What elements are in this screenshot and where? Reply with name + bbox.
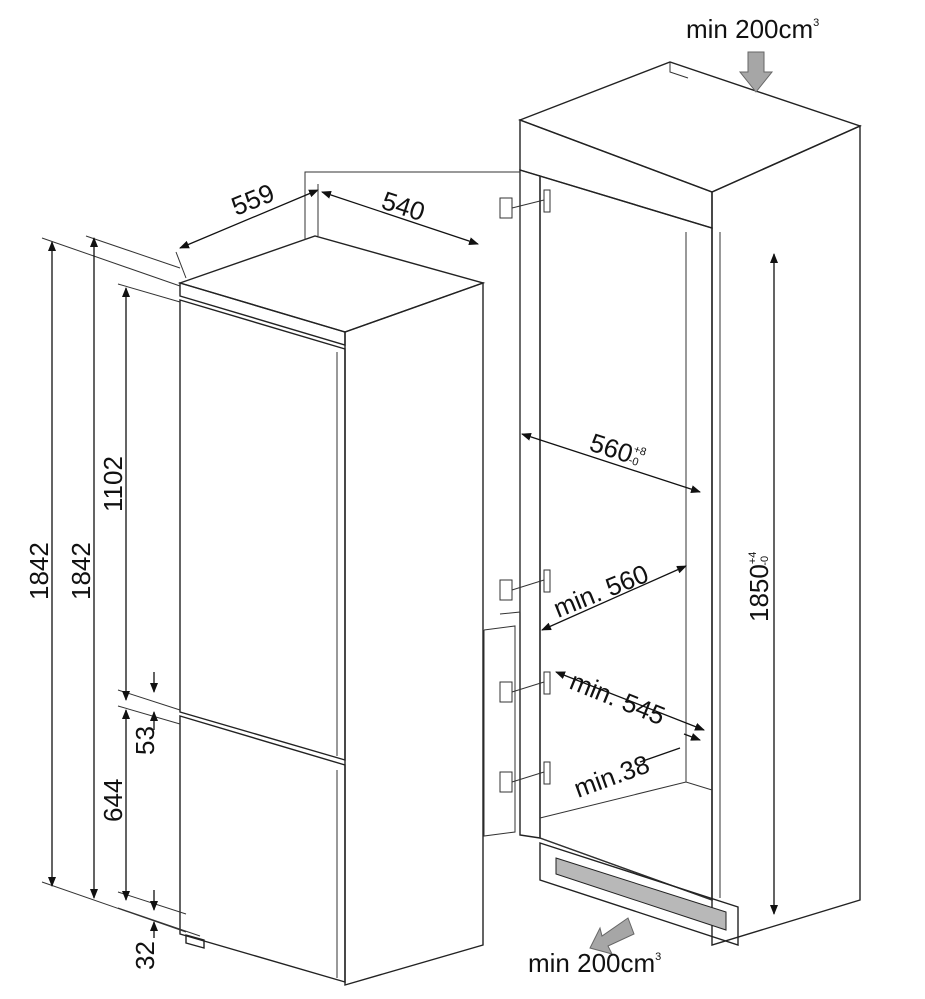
door-panel-lower bbox=[483, 625, 516, 837]
dim-32-label: 32 bbox=[130, 941, 160, 970]
vent-bottom-sup: 3 bbox=[655, 951, 661, 963]
dim-1842a-ext-top bbox=[41, 237, 181, 287]
dim-559-label: 559 bbox=[227, 177, 278, 221]
dim-540: 540 bbox=[317, 184, 479, 245]
fridge-foot bbox=[185, 934, 205, 949]
dim-1102-label: 1102 bbox=[98, 456, 128, 512]
vent-top-label: min 200cm3 bbox=[686, 14, 819, 44]
hinge-4-mount bbox=[543, 761, 551, 785]
hinge-3 bbox=[499, 681, 513, 703]
fridge-top-face bbox=[177, 235, 486, 333]
dim-1842-inner: 1842 bbox=[66, 235, 181, 899]
vent-top-value: min 200cm bbox=[686, 14, 813, 44]
dim-1102: 1102 bbox=[98, 283, 181, 711]
dim-560-label: 560+8-0 bbox=[586, 427, 648, 473]
dim-560-tolerance: 560+8-0 bbox=[521, 427, 701, 494]
cabinet-right-side bbox=[711, 124, 861, 946]
dim-32-ext bbox=[117, 907, 201, 937]
base-vent-grille bbox=[555, 857, 727, 931]
vent-bottom-label: min 200cm3 bbox=[528, 948, 661, 978]
dim-1850-sub: -0 bbox=[759, 556, 771, 566]
cabinet-left-post bbox=[519, 169, 541, 839]
dim-1850-sup: +4 bbox=[747, 552, 759, 565]
arrow-down-icon bbox=[738, 51, 774, 93]
dim-32: 32 bbox=[117, 890, 201, 970]
cabinet-base bbox=[539, 842, 739, 946]
dim-min-560-line bbox=[541, 565, 687, 631]
cabinet-top-face bbox=[518, 61, 862, 193]
dim-559-line bbox=[179, 189, 319, 249]
dim-1850-value: 1850 bbox=[744, 564, 774, 622]
dim-540-line bbox=[321, 191, 479, 245]
dim-min-38: min.38 bbox=[570, 733, 701, 804]
dim-560-line bbox=[521, 432, 701, 494]
dim-644-label: 644 bbox=[98, 779, 128, 822]
hinge-2-mount bbox=[543, 569, 551, 593]
vent-arrow-bottom bbox=[589, 917, 635, 955]
dim-1842-outer: 1842 bbox=[24, 237, 187, 933]
fridge-appliance bbox=[177, 171, 515, 986]
dim-min-545-line bbox=[555, 671, 705, 731]
dim-min-545: min. 545 bbox=[555, 666, 705, 731]
arrow-up-icon bbox=[589, 917, 635, 955]
dim-559: 559 bbox=[175, 177, 319, 279]
cabinet-top-notch bbox=[669, 62, 689, 79]
dim-644-ext-bottom bbox=[117, 891, 187, 915]
vent-arrow-top bbox=[738, 51, 774, 93]
fridge-upper-door bbox=[179, 299, 346, 761]
hinge-2 bbox=[499, 579, 513, 601]
dim-min-38-leader bbox=[639, 747, 681, 763]
dim-53-ext bbox=[117, 705, 181, 725]
vent-bottom-value: min 200cm bbox=[528, 948, 655, 978]
dim-53: 53 bbox=[117, 672, 181, 755]
dim-1102-ext-bottom bbox=[117, 689, 181, 711]
dim-560-sup: +8 bbox=[632, 443, 648, 458]
hinge-3-mount bbox=[543, 671, 551, 695]
door-panel-upper bbox=[499, 171, 521, 615]
dim-1842a-label: 1842 bbox=[24, 542, 54, 600]
hinge-3-arm bbox=[511, 681, 545, 693]
hinge-4 bbox=[499, 771, 513, 793]
dim-1102-ext-top bbox=[117, 283, 181, 303]
vent-top-sup: 3 bbox=[813, 17, 819, 29]
dim-559-ext bbox=[175, 251, 187, 279]
dim-1850-tolerance: 1850+4-0 bbox=[744, 253, 778, 915]
fridge-top-strip bbox=[179, 282, 346, 346]
opening-floor bbox=[539, 781, 713, 819]
dim-min-560-label: min. 560 bbox=[549, 558, 653, 623]
dim-560-sub: -0 bbox=[627, 454, 640, 468]
hinge-1-arm bbox=[511, 199, 545, 209]
fridge-lower-door bbox=[179, 715, 346, 983]
hinge-group bbox=[499, 189, 551, 793]
hinge-2-arm bbox=[511, 579, 545, 591]
hinge-1-mount bbox=[543, 189, 551, 213]
dim-min-38-arrow bbox=[683, 733, 701, 741]
dim-540-label: 540 bbox=[378, 185, 429, 227]
cabinet-niche bbox=[483, 61, 862, 946]
dim-1850-label: 1850+4-0 bbox=[744, 552, 774, 622]
dim-min-545-label: min. 545 bbox=[566, 666, 670, 731]
dim-53-label: 53 bbox=[130, 726, 160, 755]
fridge-side-face bbox=[344, 282, 484, 986]
dim-1842a-ext-bottom bbox=[41, 881, 187, 933]
dim-1842b-label: 1842 bbox=[66, 542, 96, 600]
hinge-4-arm bbox=[511, 771, 545, 783]
dim-1842b-ext-top bbox=[85, 235, 181, 269]
dim-min-560: min. 560 bbox=[541, 558, 687, 631]
hinge-1 bbox=[499, 197, 513, 219]
dim-min-38-label: min.38 bbox=[570, 749, 654, 804]
